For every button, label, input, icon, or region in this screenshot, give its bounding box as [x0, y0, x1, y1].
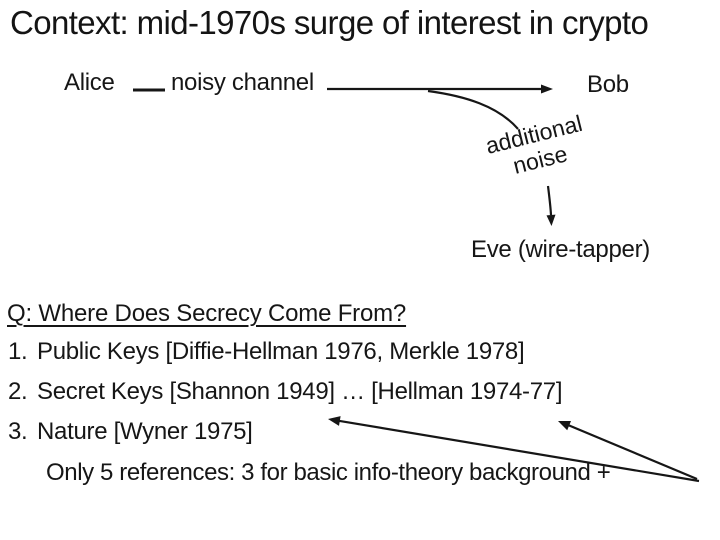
noise-to-eve-arrow: [546, 185, 553, 216]
list-item-text: Nature [Wyner 1975]: [37, 418, 253, 445]
eve-node-label: Eve (wire-tapper): [471, 236, 650, 263]
alice-node-label: Alice: [64, 69, 115, 96]
list-item-text: Secret Keys [Shannon 1949] … [Hellman 19…: [37, 378, 563, 405]
list-item-number: 3.: [8, 418, 28, 445]
list-item: 1. Public Keys [Diffie-Hellman 1976, Merk…: [0, 332, 720, 372]
list-item: 3. Nature [Wyner 1975]: [0, 412, 720, 452]
slide-title: Context: mid-1970s surge of interest in …: [10, 4, 649, 41]
footnote-text: Only 5 references: 3 for basic info-theo…: [46, 459, 611, 486]
list-item-text: Public Keys [Diffie-Hellman 1976, Merkle…: [37, 338, 525, 365]
reference-list: 1. Public Keys [Diffie-Hellman 1976, Merk…: [0, 332, 720, 452]
list-item-number: 1.: [8, 338, 28, 365]
eve-arrowhead-icon: [546, 214, 556, 226]
list-item: 2. Secret Keys [Shannon 1949] … [Hellman …: [0, 372, 720, 412]
bob-node-label: Bob: [587, 71, 629, 98]
additional-noise-label: additional noise: [458, 104, 616, 191]
question-heading: Q: Where Does Secrecy Come From?: [7, 300, 407, 327]
noise-branch-curve: [427, 89, 519, 130]
list-item-number: 2.: [8, 378, 28, 405]
channel-arrowhead-icon: [541, 84, 553, 94]
noisy-channel-label: noisy channel: [171, 69, 314, 96]
